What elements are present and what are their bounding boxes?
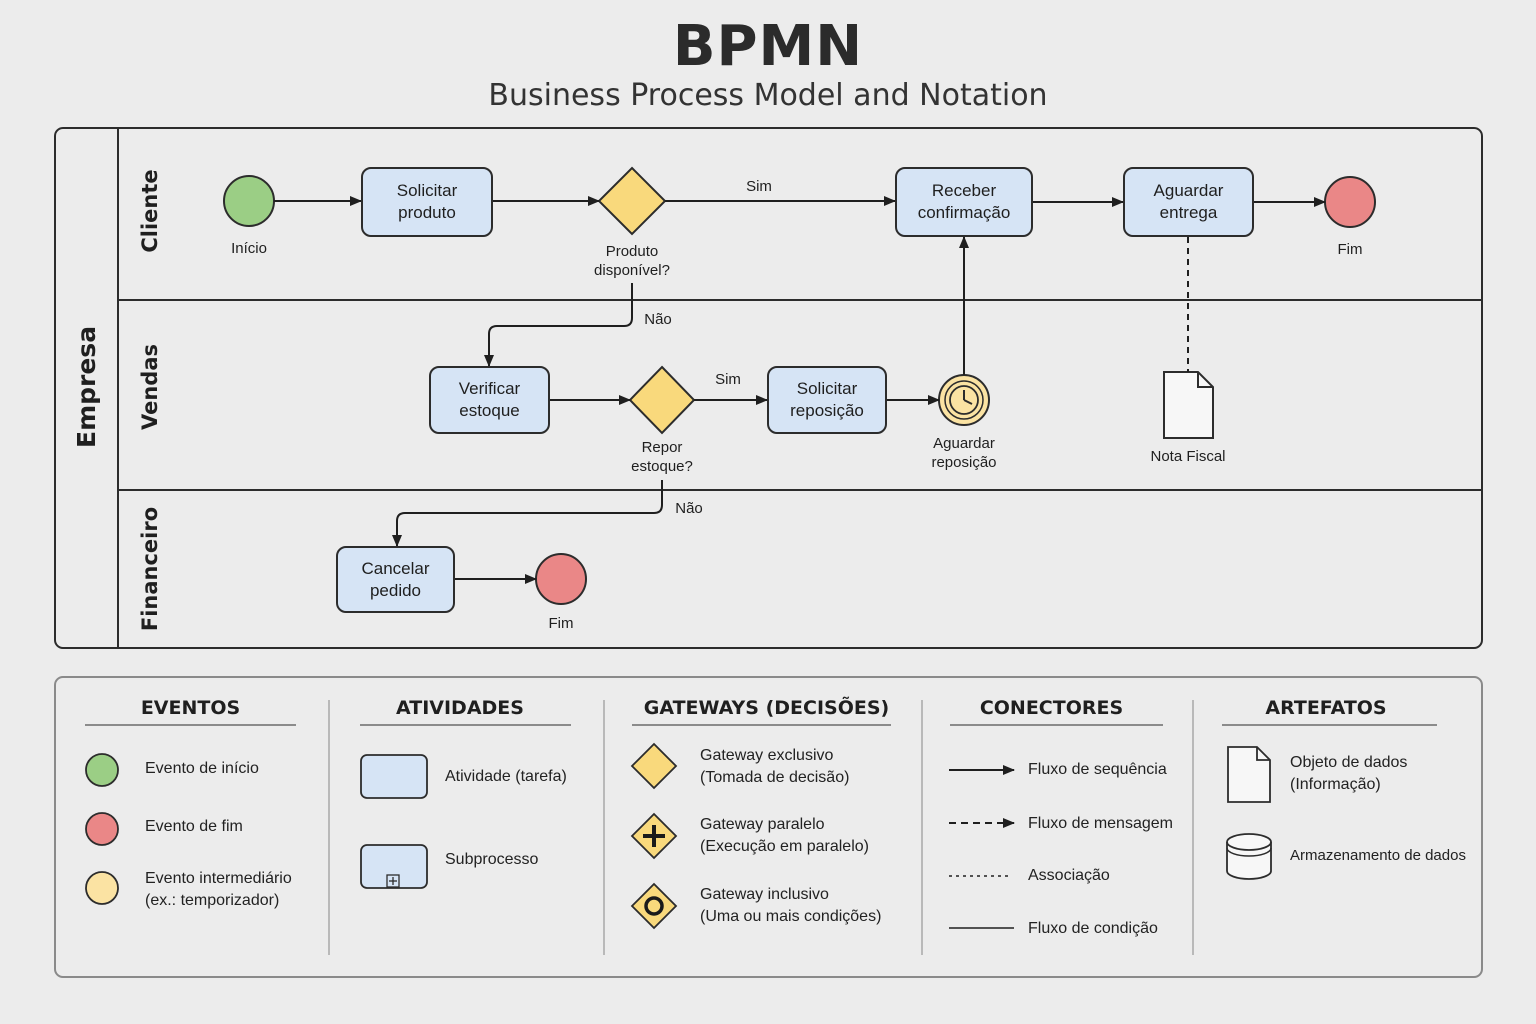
legend-item-label: Evento intermediário (ex.: temporizador) (145, 870, 292, 909)
legend-item-label: Evento de fim (145, 818, 243, 835)
legend-task-icon (360, 754, 428, 799)
edge-label-nao-1: Não (644, 311, 672, 328)
legend-heading-artefatos: ARTEFATOS (1265, 697, 1387, 719)
legend-item-label: Gateway inclusivo (Uma ou mais condições… (700, 886, 882, 925)
legend-parallel-gateway-icon (630, 812, 678, 860)
lane-label-cliente: Cliente (138, 169, 162, 253)
legend-start-event-icon (85, 753, 119, 787)
legend-item-label: Gateway exclusivo (Tomada de decisão) (700, 747, 850, 786)
legend-heading-eventos: EVENTOS (140, 697, 241, 719)
legend-data-store-icon (1226, 833, 1272, 880)
edge-label-sim-2: Sim (715, 371, 741, 388)
task-verificar-estoque[interactable]: Verificar estoque (429, 366, 550, 434)
pool-label: Empresa (72, 325, 101, 448)
pool-frame (54, 127, 1483, 649)
task-label: Cancelar pedido (361, 558, 430, 600)
data-object-nota-fiscal[interactable] (1163, 371, 1214, 439)
legend-item-label: Evento de início (145, 760, 259, 777)
legend-inclusive-gateway-icon (630, 882, 678, 930)
legend-item-label: Armazenamento de dados (1290, 847, 1466, 864)
timer-intermediate-event[interactable] (938, 374, 990, 426)
end-event-label-1: Fim (1337, 241, 1363, 258)
gateway-produto-disponivel[interactable] (597, 166, 667, 236)
page-subtitle: Business Process Model and Notation (488, 78, 1048, 113)
gateway-repor-estoque[interactable] (628, 365, 696, 435)
start-event[interactable] (223, 175, 275, 227)
task-label: Aguardar entrega (1153, 181, 1224, 222)
legend-heading-atividades: ATIVIDADES (396, 697, 524, 719)
legend-data-object-icon (1227, 746, 1271, 803)
flow-gateway-cancelar[interactable] (392, 480, 663, 547)
task-label: Receber confirmação (917, 181, 1011, 222)
lane-label-financeiro: Financeiro (138, 506, 162, 632)
task-aguardar-entrega[interactable]: Aguardar entrega (1123, 167, 1254, 237)
end-event-cliente[interactable] (1324, 176, 1376, 228)
timer-event-label: Aguardar reposição (931, 435, 997, 471)
legend-frame (54, 676, 1483, 978)
legend-item-label: Subprocesso (445, 851, 539, 868)
end-event-label-2: Fim (548, 615, 574, 632)
edge-label-sim-1: Sim (746, 178, 772, 195)
legend-item-label: Associação (1028, 867, 1110, 884)
task-receber-confirmacao[interactable]: Receber confirmação (895, 167, 1033, 237)
legend-item-label: Objeto de dados (Informação) (1290, 754, 1408, 793)
legend-intermediate-event-icon (85, 871, 119, 905)
legend-heading-conectores: CONECTORES (979, 697, 1124, 719)
legend-item-label: Atividade (tarefa) (445, 768, 567, 785)
edge-label-nao-2: Não (675, 500, 703, 517)
legend-item-label: Fluxo de mensagem (1028, 815, 1173, 832)
legend-item-label: Fluxo de condição (1028, 920, 1158, 937)
legend-exclusive-gateway-icon (630, 742, 678, 790)
data-object-label: Nota Fiscal (1150, 448, 1226, 465)
end-event-financeiro[interactable] (535, 553, 587, 605)
task-label: Solicitar reposição (790, 379, 864, 420)
gateway-repor-label: Repor estoque? (631, 439, 693, 475)
task-label: Verificar estoque (458, 379, 521, 420)
task-solicitar-produto[interactable]: Solicitar produto (361, 167, 493, 237)
task-label: Solicitar produto (396, 181, 458, 222)
page-title: BPMN (672, 14, 864, 79)
flow-gateway-verificar[interactable] (484, 283, 633, 367)
legend-end-event-icon (85, 812, 119, 846)
task-cancelar-pedido[interactable]: Cancelar pedido (336, 546, 455, 613)
legend-item-label: Fluxo de sequência (1028, 761, 1167, 778)
legend-item-label: Gateway paralelo (Execução em paralelo) (700, 816, 869, 855)
lane-label-vendas: Vendas (138, 344, 162, 430)
legend-heading-gateways: GATEWAYS (DECISÕES) (643, 697, 890, 719)
legend-subprocess-icon (360, 844, 428, 889)
start-event-label: Início (231, 240, 267, 257)
gateway-produto-label: Produto disponível? (594, 243, 670, 279)
task-solicitar-reposicao[interactable]: Solicitar reposição (767, 366, 887, 434)
